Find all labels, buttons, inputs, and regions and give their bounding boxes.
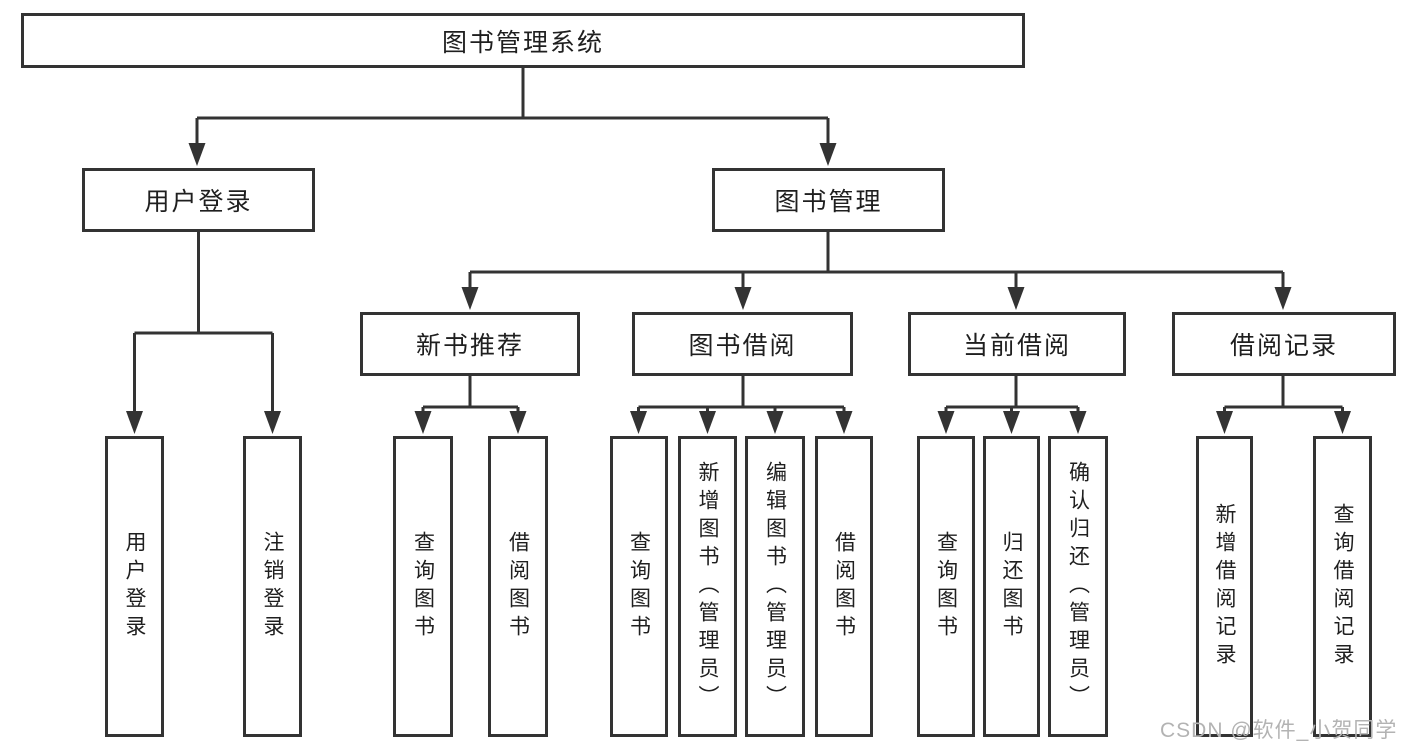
leaf-user-login-label: 用户登录 [123, 530, 146, 643]
leaf-add-borrow-record-label: 新增借阅记录 [1213, 502, 1236, 671]
node-borrow-records-label: 借阅记录 [1229, 332, 1338, 360]
leaf-query-borrow-record: 查询借阅记录 [1313, 436, 1372, 737]
leaf-query-books-1: 查询图书 [393, 436, 453, 737]
node-root-label: 图书管理系统 [441, 28, 604, 57]
node-user-login: 用户登录 [82, 168, 315, 232]
node-book-borrow: 图书借阅 [632, 312, 853, 376]
csdn-watermark: CSDN @软件_小贺同学 [1160, 719, 1398, 742]
leaf-edit-book-admin: 编辑图书（管理员） [745, 436, 805, 737]
node-user-login-label: 用户登录 [144, 188, 253, 216]
leaf-edit-book-admin-label: 编辑图书（管理员） [763, 460, 787, 713]
leaf-query-books-2-label: 查询图书 [627, 530, 651, 643]
leaf-query-books-1-label: 查询图书 [411, 530, 435, 643]
node-book-borrow-label: 图书借阅 [688, 332, 797, 360]
node-book-management: 图书管理 [712, 168, 945, 232]
leaf-user-login: 用户登录 [105, 436, 164, 737]
leaf-confirm-return-admin: 确认归还（管理员） [1048, 436, 1108, 737]
node-root: 图书管理系统 [21, 13, 1025, 68]
node-new-book-recommend-label: 新书推荐 [415, 332, 524, 360]
leaf-add-borrow-record: 新增借阅记录 [1196, 436, 1253, 737]
leaf-logout-label: 注销登录 [261, 530, 284, 643]
node-book-management-label: 图书管理 [774, 188, 883, 216]
leaf-borrow-books-2: 借阅图书 [815, 436, 873, 737]
node-current-borrow: 当前借阅 [908, 312, 1126, 376]
leaf-add-book-admin-label: 新增图书（管理员） [696, 460, 719, 713]
leaf-borrow-books-1: 借阅图书 [488, 436, 548, 737]
leaf-return-book-label: 归还图书 [1000, 530, 1023, 643]
leaf-logout: 注销登录 [243, 436, 302, 737]
leaf-query-borrow-record-label: 查询借阅记录 [1331, 502, 1354, 671]
leaf-query-books-2: 查询图书 [610, 436, 668, 737]
leaf-return-book: 归还图书 [983, 436, 1040, 737]
node-borrow-records: 借阅记录 [1172, 312, 1396, 376]
leaf-borrow-books-1-label: 借阅图书 [506, 530, 530, 643]
node-current-borrow-label: 当前借阅 [962, 332, 1071, 360]
leaf-query-books-3-label: 查询图书 [934, 530, 958, 643]
leaf-confirm-return-admin-label: 确认归还（管理员） [1066, 460, 1090, 713]
leaf-add-book-admin: 新增图书（管理员） [678, 436, 737, 737]
leaf-query-books-3: 查询图书 [917, 436, 975, 737]
leaf-borrow-books-2-label: 借阅图书 [832, 530, 856, 643]
node-new-book-recommend: 新书推荐 [360, 312, 580, 376]
